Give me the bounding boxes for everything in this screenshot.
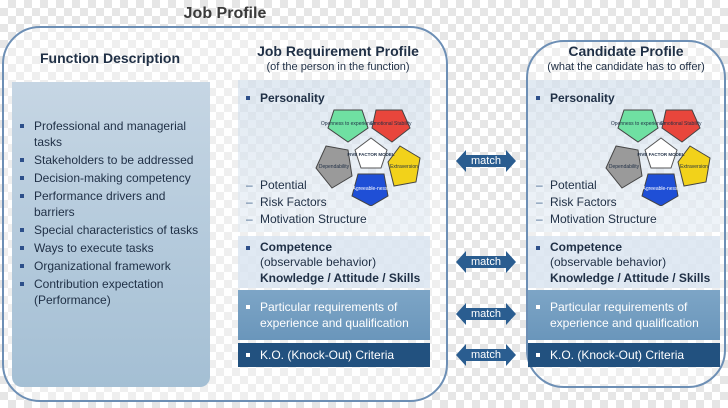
match-arrow-particular: match (456, 303, 516, 325)
personality-heading: Personality (550, 91, 615, 105)
agreeableness-label: Agreeable-ness (642, 186, 678, 192)
potential-label: Potential (550, 178, 597, 192)
list-item: Ways to execute tasks (18, 240, 208, 256)
function-description-list: Professional and managerial tasks Stakeh… (18, 118, 208, 310)
motivation-label: Motivation Structure (260, 212, 367, 226)
risk-factors-item: –Risk Factors (246, 195, 327, 209)
motivation-item: –Motivation Structure (536, 212, 657, 226)
cp-ko-section: K.O. (Knock-Out) Criteria (528, 343, 720, 367)
dependability-pentagon (315, 145, 353, 189)
bullet (246, 96, 250, 100)
bullet (536, 353, 540, 357)
openness-pentagon (617, 109, 659, 143)
match-label: match (471, 155, 501, 167)
match-arrow-ko: match (456, 344, 516, 366)
dependability-pentagon (605, 145, 643, 189)
jr-personality-section: Personality Openness to experience Emoti… (238, 80, 430, 232)
cp-personality-section: Personality Openness to experience Emoti… (528, 80, 720, 232)
five-factor-model-diagram: Openness to experience Emotional Stabili… (602, 106, 720, 207)
potential-label: Potential (260, 178, 307, 192)
openness-label: Openness to experience (321, 121, 375, 127)
double-arrow-icon (456, 344, 516, 366)
openness-label: Openness to experience (611, 121, 665, 127)
match-label: match (471, 349, 501, 361)
motivation-label: Motivation Structure (550, 212, 657, 226)
particular-text: Particular requirements of experience an… (260, 300, 409, 330)
five-factor-model-diagram: Openness to experience Emotional Stabili… (312, 106, 430, 207)
knowledge-label: Knowledge / Attitude / Skills (260, 271, 421, 285)
agreeableness-label: Agreeable-ness (352, 186, 388, 192)
list-item: Decision-making competency (18, 170, 208, 186)
bullet (246, 246, 250, 250)
risk-factors-label: Risk Factors (550, 195, 617, 209)
potential-item: –Potential (536, 178, 597, 192)
list-item: Stakeholders to be addressed (18, 152, 208, 168)
extraversion-pentagon (677, 145, 711, 187)
particular-text: Particular requirements of experience an… (550, 300, 699, 330)
page-title: Job Profile (183, 5, 267, 22)
list-item: Organizational framework (18, 258, 208, 274)
agreeableness-pentagon (351, 173, 389, 207)
function-description-panel (12, 82, 210, 387)
ko-text: K.O. (Knock-Out) Criteria (550, 348, 685, 362)
cp-particular-section: Particular requirements of experience an… (528, 290, 720, 340)
list-item: Performance drivers and barriers (18, 188, 208, 220)
candidate-profile-subtitle: (what the candidate has to offer) (547, 61, 705, 73)
bullet (536, 96, 540, 100)
extraversion-label: Extraversion (390, 164, 418, 170)
double-arrow-icon (456, 150, 516, 172)
bullet (246, 305, 250, 309)
match-label: match (471, 308, 501, 320)
jr-ko-section: K.O. (Knock-Out) Criteria (238, 343, 430, 367)
dependability-label: Dependability (319, 164, 350, 170)
five-factor-model-graphic: Openness to experience Emotional Stabili… (315, 109, 421, 207)
knowledge-label: Knowledge / Attitude / Skills (550, 271, 711, 285)
openness-pentagon (327, 109, 369, 143)
competence-heading: Competence (550, 240, 623, 254)
agreeableness-pentagon (641, 173, 679, 207)
personality-heading: Personality (260, 91, 325, 105)
stability-pentagon (371, 109, 411, 143)
ko-text: K.O. (Knock-Out) Criteria (260, 348, 395, 362)
list-item: Professional and managerial tasks (18, 118, 208, 150)
risk-factors-item: –Risk Factors (536, 195, 617, 209)
ffm-center-label: FIVE FACTOR MODEL (637, 152, 684, 157)
extraversion-label: Extraversion (680, 164, 708, 170)
candidate-profile-title: Candidate Profile (568, 43, 684, 59)
bullet (536, 305, 540, 309)
function-description-title: Function Description (40, 50, 180, 66)
bullet (246, 353, 250, 357)
job-requirement-subtitle: (of the person in the function) (266, 61, 410, 73)
five-factor-model-graphic: Openness to experience Emotional Stabili… (605, 109, 711, 207)
dependability-label: Dependability (609, 164, 640, 170)
match-label: match (471, 256, 501, 268)
list-item: Contribution expectation (Performance) (18, 276, 208, 308)
job-requirement-title: Job Requirement Profile (257, 43, 419, 59)
match-arrow-personality: match (456, 150, 516, 172)
extraversion-pentagon (387, 145, 421, 187)
jr-particular-section: Particular requirements of experience an… (238, 290, 430, 340)
double-arrow-icon (456, 251, 516, 273)
risk-factors-label: Risk Factors (260, 195, 327, 209)
stability-pentagon (661, 109, 701, 143)
jr-competence-section: Competence (observable behavior) Knowled… (238, 236, 430, 288)
stability-label: Emotional Stability (370, 121, 412, 127)
match-arrow-competence: match (456, 251, 516, 273)
motivation-item: –Motivation Structure (246, 212, 367, 226)
competence-subtext: (observable behavior) (550, 255, 667, 269)
bullet (536, 246, 540, 250)
competence-subtext: (observable behavior) (260, 255, 377, 269)
double-arrow-icon (456, 303, 516, 325)
potential-item: –Potential (246, 178, 307, 192)
competence-heading: Competence (260, 240, 333, 254)
list-item: Special characteristics of tasks (18, 222, 208, 238)
stability-label: Emotional Stability (660, 121, 702, 127)
ffm-center-label: FIVE FACTOR MODEL (347, 152, 394, 157)
cp-competence-section: Competence (observable behavior) Knowled… (528, 236, 720, 288)
